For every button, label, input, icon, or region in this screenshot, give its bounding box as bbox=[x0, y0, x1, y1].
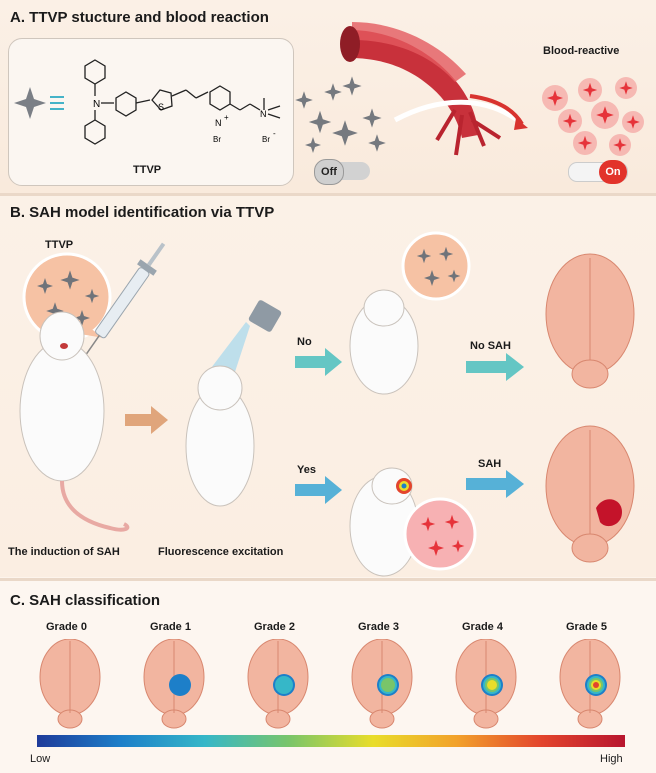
sah-red-bubble-icon bbox=[403, 497, 477, 571]
panel-b: B. SAH model identification via TTVP bbox=[0, 196, 656, 577]
panel-a-drawing: N S N + Br N Br - bbox=[14, 22, 644, 156]
off-toggle: Off bbox=[314, 159, 370, 185]
off-toggle-knob: Off bbox=[314, 159, 344, 185]
intensity-ring bbox=[487, 680, 497, 690]
branch-no-label: No bbox=[297, 336, 312, 348]
grade-brain-icon bbox=[351, 639, 413, 729]
equals-icon bbox=[50, 96, 64, 110]
probe-star-icon bbox=[14, 87, 46, 119]
blood-vessel-icon bbox=[340, 22, 502, 156]
panel-b-title: B. SAH model identification via TTVP bbox=[10, 204, 275, 221]
branch-yes-label: Yes bbox=[297, 464, 316, 476]
panel-a-title: A. TTVP stucture and blood reaction bbox=[10, 9, 269, 26]
on-toggle-knob: On bbox=[599, 160, 627, 184]
arrow-sah-icon bbox=[466, 470, 524, 498]
induction-label: The induction of SAH bbox=[8, 546, 120, 558]
flow-arrow-red-icon bbox=[469, 94, 524, 126]
intensity-colorbar bbox=[37, 735, 625, 747]
grade-label: Grade 1 bbox=[150, 621, 191, 633]
intensity-ring bbox=[593, 682, 599, 688]
brain-sah-icon bbox=[545, 425, 635, 563]
colorbar-high-label: High bbox=[600, 753, 623, 765]
grade-brain-icon bbox=[39, 639, 101, 729]
arrow-yes-icon bbox=[295, 476, 342, 504]
rat-sah-icon bbox=[349, 467, 419, 577]
on-toggle: On bbox=[568, 160, 628, 184]
blood-reactive-stars-icon bbox=[542, 77, 644, 156]
colorbar-low-label: Low bbox=[30, 753, 51, 765]
separator-bc bbox=[0, 578, 656, 581]
molecule-label: TTVP bbox=[133, 164, 162, 176]
no-sah-probe-bubble-icon bbox=[401, 231, 471, 301]
panel-a: A. TTVP stucture and blood reaction bbox=[0, 0, 656, 193]
atom-n-plus: N bbox=[215, 118, 222, 128]
rat-induction-icon bbox=[19, 311, 130, 532]
rat-no-sah-icon bbox=[349, 289, 419, 395]
grade-brain-icon bbox=[247, 639, 309, 729]
result-sah-label: SAH bbox=[478, 458, 502, 470]
grade-label: Grade 0 bbox=[46, 621, 87, 633]
grade-label: Grade 3 bbox=[358, 621, 399, 633]
molecule-box bbox=[8, 38, 294, 186]
arrow-no-icon bbox=[295, 348, 342, 376]
atom-n-plus2: N bbox=[260, 109, 267, 119]
brain-no-sah-icon bbox=[545, 253, 635, 389]
result-no-sah-label: No SAH bbox=[470, 340, 511, 352]
atom-minus: - bbox=[273, 129, 276, 138]
blood-reactive-label: Blood-reactive bbox=[543, 45, 620, 57]
atom-br1: Br bbox=[213, 135, 221, 144]
grade-brain-icon bbox=[455, 639, 517, 729]
intensity-ring bbox=[169, 674, 191, 696]
grade-label: Grade 4 bbox=[462, 621, 503, 633]
panel-c-title: C. SAH classification bbox=[10, 592, 161, 609]
intensity-ring bbox=[381, 678, 395, 692]
arrow-to-excitation-icon bbox=[125, 406, 168, 434]
separator-ab bbox=[0, 193, 656, 196]
excitation-label: Fluorescence excitation bbox=[158, 546, 284, 558]
atom-plus: + bbox=[224, 113, 229, 122]
rat-excitation-icon bbox=[185, 365, 255, 507]
syringe-icon bbox=[84, 242, 166, 356]
ttvp-structure bbox=[84, 59, 281, 145]
grade-label: Grade 2 bbox=[254, 621, 295, 633]
off-probe-stars-icon bbox=[295, 76, 386, 153]
flow-arrow-white-icon bbox=[393, 99, 522, 124]
arrow-no-sah-icon bbox=[466, 353, 524, 381]
grade-label: Grade 5 bbox=[566, 621, 607, 633]
grade-brain-icon bbox=[559, 639, 621, 729]
atom-br2: Br bbox=[262, 135, 270, 144]
grade-brain-icon bbox=[143, 639, 205, 729]
intensity-ring bbox=[275, 676, 293, 694]
panel-b-drawing bbox=[19, 231, 635, 577]
atom-n: N bbox=[93, 99, 100, 110]
probe-label: TTVP bbox=[45, 239, 74, 251]
atom-s: S bbox=[158, 102, 164, 112]
